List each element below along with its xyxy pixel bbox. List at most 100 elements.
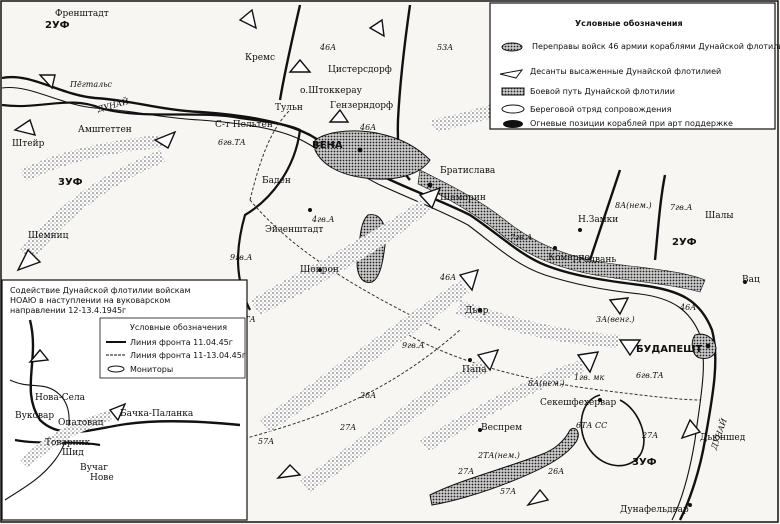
- unit-4gva: 4гв.А: [311, 215, 334, 224]
- unit-7gva-n: 7гв.А: [670, 203, 692, 212]
- sekeshfehervar-loop: [580, 394, 645, 467]
- svg-text:Нове: Нове: [90, 473, 114, 483]
- unit-1gvmk: 1гв. мк: [574, 373, 605, 382]
- inset-title-1: Содействие Дунайской флотилии войскам: [10, 286, 191, 295]
- place-vena: ВЕНА: [312, 140, 343, 151]
- inset-map: Содействие Дунайской флотилии войскам НО…: [1, 279, 248, 521]
- danube-bank: [1, 86, 704, 521]
- legend-item-combat-path: Боевой путь Дунайской флотилии: [501, 87, 675, 96]
- danube-river: [1, 75, 717, 521]
- unit-8a: 8А(нем.): [528, 379, 565, 388]
- place-dyor: Дьор: [465, 306, 489, 316]
- unit-26a: 26А: [359, 391, 376, 400]
- place-vac: Вац: [742, 275, 760, 285]
- vienna-area: [314, 130, 431, 180]
- lake-balaton: [429, 427, 579, 506]
- place-cistersdorf: Цистерсдорф: [328, 65, 392, 75]
- place-genzerndorf: Гензерндорф: [330, 101, 393, 111]
- place-tulln: Тульн: [275, 103, 303, 113]
- place-shteier: Штейр: [12, 139, 45, 149]
- unit-46a-e: 46А: [679, 303, 696, 312]
- place-baden: Баден: [262, 176, 291, 186]
- place-dyunshed: Дьюншед: [700, 433, 746, 443]
- svg-text:Нова-Села: Нова-Села: [35, 393, 86, 403]
- place-papa: Папа: [462, 365, 487, 375]
- unit-6tass: 6ТА СС: [576, 421, 607, 430]
- unit-27a-e: 27А: [641, 431, 658, 440]
- unit-26a-s: 26А: [547, 467, 564, 476]
- place-radvan: Радвань: [578, 255, 616, 265]
- place-nove-zamky: Н.Замки: [578, 215, 618, 225]
- legend-item-shore-detachment: Береговой отряд сопровождения: [501, 104, 672, 114]
- svg-text:Шид: Шид: [62, 448, 84, 458]
- svg-text:Вуковар: Вуковар: [15, 411, 54, 421]
- unit-7gva: 7гв.А: [510, 233, 532, 242]
- unit-labels: 2УФ 2УФ 3УФ 3УФ 46А 46А 46А 46А 53А 4гв.…: [45, 20, 697, 496]
- place-labels: ВЕНА Кремс Цистерсдорф о.Штоккерау Гензе…: [12, 9, 760, 515]
- svg-text:Опатовац: Опатовац: [58, 418, 104, 428]
- place-komarno: Комарно: [548, 253, 590, 263]
- legend-item-crossings: Переправы войск 46 армии кораблями Дунай…: [501, 42, 780, 52]
- place-budapest: БУДАПЕШТ: [636, 344, 703, 355]
- place-shtokkerau: о.Штоккерау: [300, 86, 363, 96]
- svg-text:Бачка-Паланка: Бачка-Паланка: [120, 409, 194, 419]
- svg-text:Вучаг: Вучаг: [80, 463, 108, 473]
- place-veszprem: Веспрем: [481, 423, 522, 433]
- svg-text:Береговой отряд сопровождения: Береговой отряд сопровождения: [530, 105, 672, 114]
- unit-2uf-e: 2УФ: [672, 237, 697, 248]
- legend-title: Условные обозначения: [575, 18, 683, 28]
- unit-27a: 27А: [339, 423, 356, 432]
- vah-river: [588, 169, 622, 261]
- city-markers: [308, 147, 747, 507]
- unit-57a: 57А: [258, 437, 274, 446]
- unit-6gvta: 6гв.ТА: [218, 138, 246, 147]
- place-shemnits: Шемниц: [28, 231, 69, 241]
- unit-8a-n: 8А(нем.): [615, 201, 652, 210]
- road-2: [239, 329, 461, 441]
- unit-3a: 3А(венг.): [596, 315, 635, 324]
- unit-9gva: 9гв.А: [230, 253, 252, 262]
- unit-6gvta-s2: 6гв.ТА: [636, 371, 664, 380]
- place-samorin: Шаморин: [440, 193, 486, 203]
- road-4: [249, 109, 291, 201]
- svg-text:Мониторы: Мониторы: [130, 365, 173, 374]
- legend: Условные обозначения Переправы войск 46 …: [489, 2, 780, 130]
- place-pegglsdorf: Пёгтальс: [69, 80, 113, 89]
- svg-text:Товарник: Товарник: [45, 438, 91, 448]
- inset-title-2: НОАЮ в наступлении на вуковарском: [10, 296, 170, 305]
- place-shaly: Шалы: [705, 211, 734, 221]
- legend-item-firing-positions: Огневые позиции кораблей при арт поддерж…: [503, 119, 733, 128]
- budapest-area: [691, 333, 717, 359]
- place-krems: Кремс: [245, 53, 275, 63]
- unit-9gva-c: 9гв.А: [402, 341, 424, 350]
- unit-27a-s: 27А: [457, 467, 474, 476]
- unit-3uf-w: 3УФ: [58, 177, 83, 188]
- svg-text:Боевой путь Дунайской флотилии: Боевой путь Дунайской флотилии: [530, 87, 675, 96]
- inset-legend-title: Условные обозначения: [130, 323, 227, 332]
- place-dunafoldvar: Дунафельдвар: [620, 505, 689, 515]
- road-3: [399, 329, 701, 401]
- svg-text:Десанты высаженные Дунайской ф: Десанты высаженные Дунайской флотилией: [530, 67, 721, 76]
- unit-57a-s: 57А: [500, 487, 516, 496]
- unit-2ta: 2ТА(нем.): [477, 451, 520, 460]
- unit-3uf-se: 3УФ: [632, 457, 657, 468]
- svg-text:Линия фронта 11-13.04.45г: Линия фронта 11-13.04.45г: [130, 351, 246, 360]
- front-line-west: [1, 101, 302, 311]
- inset-title-3: направлении 12-13.4.1945г: [10, 306, 126, 315]
- place-szekesfehervar: Секешфехервар: [540, 398, 616, 408]
- hron-river: [653, 174, 667, 261]
- legend-item-landings: Десанты высаженные Дунайской флотилией: [499, 67, 721, 79]
- place-amshtetten: Амштеттен: [78, 125, 132, 135]
- unit-46a-n: 46А: [319, 43, 336, 52]
- flotilla-path: [417, 169, 706, 293]
- svg-text:Линия фронта 11.04.45г: Линия фронта 11.04.45г: [130, 338, 233, 347]
- svg-text:Переправы войск 46 армии кораб: Переправы войск 46 армии кораблями Дунай…: [532, 42, 780, 51]
- place-bratislava: Братислава: [440, 166, 496, 176]
- unit-53a: 53А: [437, 43, 453, 52]
- place-eizenshtadt: Эйзенштадт: [265, 225, 323, 235]
- unit-2uf-nw: 2УФ: [45, 20, 70, 31]
- unit-46a-ctr: 46А: [439, 273, 456, 282]
- unit-46a-vena: 46А: [359, 123, 376, 132]
